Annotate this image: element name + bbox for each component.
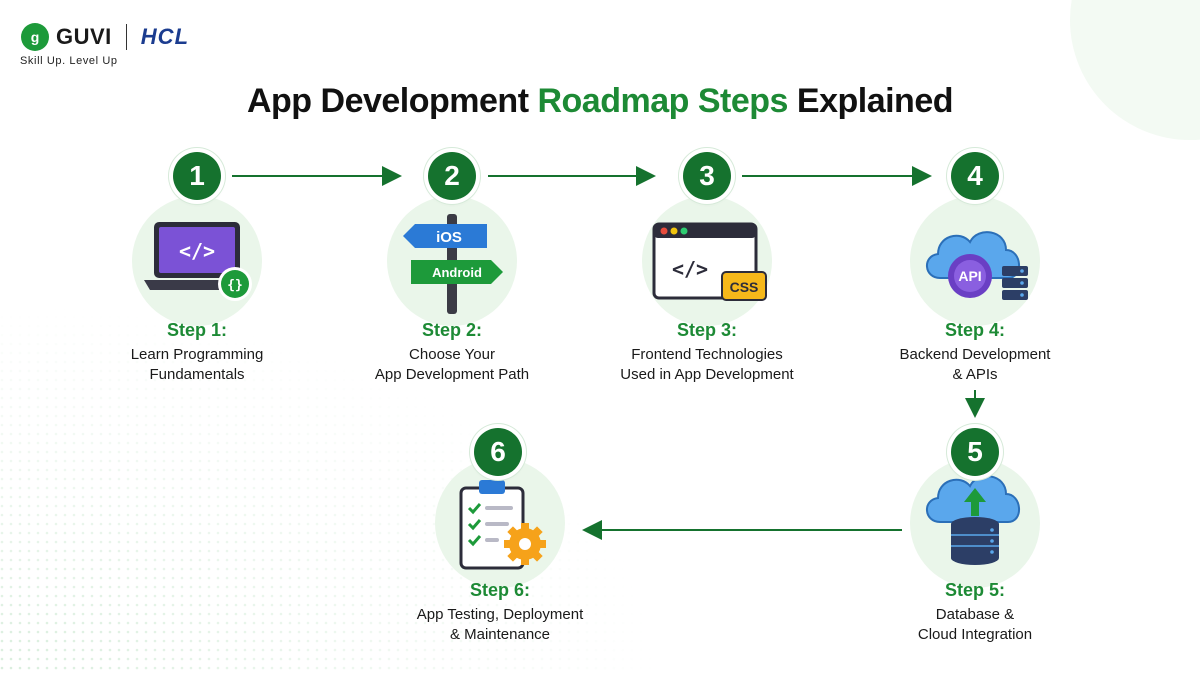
- api-badge-label: API: [958, 268, 981, 284]
- logo-divider: [125, 24, 127, 50]
- step-1-label: Step 1: Learn Programming Fundamentals: [77, 320, 317, 385]
- svg-text:</>: </>: [179, 239, 215, 263]
- step-4-line-1: Backend Development: [899, 346, 1051, 363]
- hcl-wordmark: HCL: [140, 24, 190, 49]
- step-6-label: Step 6: App Testing, Deployment & Mainte…: [380, 580, 620, 645]
- cloud-api-icon: API: [926, 231, 1028, 300]
- step-2-label: Step 2: Choose Your App Development Path: [332, 320, 572, 385]
- page-title: App Development Roadmap Steps Explained: [0, 82, 1200, 121]
- step-4-line-2: & APIs: [952, 366, 998, 383]
- clipboard-gear-icon: [459, 480, 546, 570]
- step-4-label: Step 4: Backend Development & APIs: [855, 320, 1095, 385]
- step-2-line-2: App Development Path: [374, 366, 530, 383]
- ios-sign-label: iOS: [436, 229, 462, 246]
- step-6-icon-bg: [435, 458, 565, 588]
- brand-logo: g GUVI HCL Skill Up. Level Up: [20, 22, 189, 67]
- step-5-line-2: Cloud Integration: [917, 626, 1033, 643]
- step-1-number-badge: 1: [173, 152, 221, 200]
- step-6-line-1: App Testing, Deployment: [416, 606, 584, 623]
- step-4-heading: Step 4:: [944, 320, 1005, 340]
- cloud-database-icon: [926, 475, 1020, 565]
- svg-text:g: g: [31, 29, 40, 45]
- android-sign-label: Android: [432, 265, 482, 280]
- step-2-heading: Step 2:: [421, 320, 482, 340]
- step-5-number-badge: 5: [951, 428, 999, 476]
- css-badge-label: CSS: [730, 279, 759, 295]
- title-part-2: Roadmap Steps: [537, 82, 788, 120]
- title-part-3: Explained: [796, 82, 954, 120]
- step-3-number-badge: 3: [683, 152, 731, 200]
- guvi-logo-icon: g: [21, 23, 49, 51]
- signpost-icon: iOS Android: [403, 214, 503, 314]
- brand-tagline: Skill Up. Level Up: [20, 55, 118, 67]
- title-part-1: App Development: [246, 82, 529, 120]
- step-2-icon-bg: iOS Android: [387, 196, 517, 326]
- svg-text:</>: </>: [672, 257, 708, 281]
- step-2-line-1: Choose Your: [409, 346, 495, 363]
- step-5-line-1: Database &: [935, 606, 1015, 623]
- step-1-heading: Step 1:: [166, 320, 227, 340]
- step-2-number-badge: 2: [428, 152, 476, 200]
- step-5-icon-bg: [910, 458, 1040, 588]
- step-3-heading: Step 3:: [676, 320, 737, 340]
- step-5-heading: Step 5:: [944, 580, 1005, 600]
- step-6-number-badge: 6: [474, 428, 522, 476]
- laptop-code-icon: </> {}: [144, 222, 252, 301]
- step-1-icon-bg: </> {}: [132, 196, 262, 326]
- step-4-number-badge: 4: [951, 152, 999, 200]
- step-6-line-2: & Maintenance: [449, 626, 551, 643]
- step-3-label: Step 3: Frontend Technologies Used in Ap…: [587, 320, 827, 385]
- step-3-line-2: Used in App Development: [620, 366, 794, 383]
- browser-code-icon: </> CSS: [652, 222, 767, 301]
- step-4-icon-bg: API: [910, 196, 1040, 326]
- step-1-line-1: Learn Programming: [130, 346, 264, 363]
- guvi-wordmark: GUVI: [56, 24, 112, 49]
- step-3-line-1: Frontend Technologies: [631, 346, 783, 363]
- svg-text:{}: {}: [227, 278, 243, 293]
- step-6-heading: Step 6:: [469, 580, 530, 600]
- step-3-icon-bg: </> CSS: [642, 196, 772, 326]
- step-5-label: Step 5: Database & Cloud Integration: [855, 580, 1095, 645]
- step-1-line-2: Fundamentals: [149, 366, 245, 383]
